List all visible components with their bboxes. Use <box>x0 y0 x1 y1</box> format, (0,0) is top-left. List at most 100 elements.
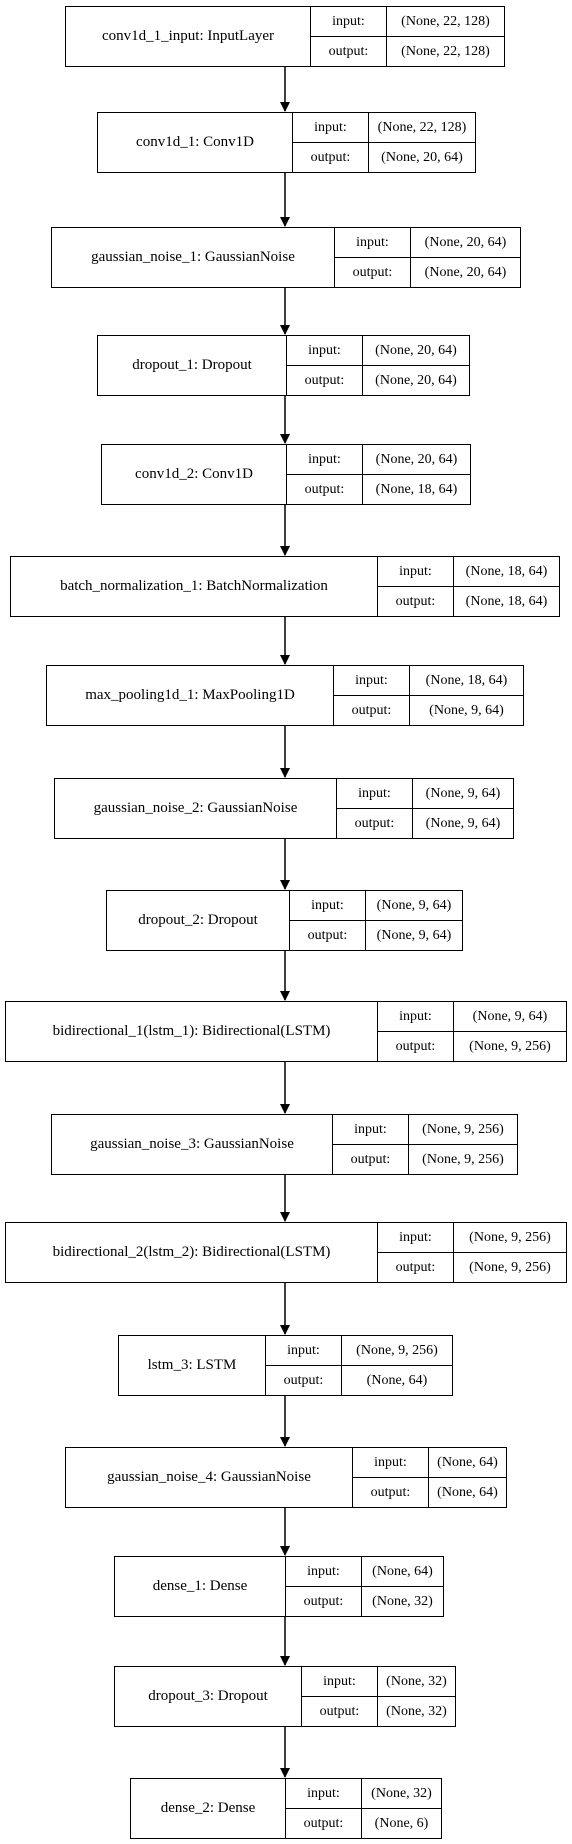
layer-name: lstm_3: LSTM <box>119 1336 266 1395</box>
output-shape: (None, 18, 64) <box>465 593 548 609</box>
io-labels: input: output: <box>378 1223 454 1282</box>
output-label: output: <box>352 264 393 280</box>
output-shape: (None, 9, 256) <box>422 1151 504 1167</box>
io-labels: input: output: <box>293 113 369 172</box>
output-label: output: <box>304 372 345 388</box>
output-shape: (None, 9, 64) <box>425 815 501 831</box>
input-label: input: <box>293 113 368 143</box>
input-label: input: <box>290 891 365 921</box>
output-label: output: <box>395 1259 436 1275</box>
io-labels: input:output: <box>266 1336 342 1395</box>
io-labels: input: output: <box>353 1448 429 1507</box>
input-shape: (None, 9, 256) <box>454 1223 566 1253</box>
output-shape: (None, 18, 64) <box>375 481 458 497</box>
input-shape: (None, 22, 128) <box>387 7 504 37</box>
output-label: output: <box>303 1815 344 1831</box>
layer-name: conv1d_1_input: InputLayer <box>66 7 311 66</box>
input-label: input: <box>378 1223 453 1253</box>
io-labels: input: output: <box>287 336 363 395</box>
output-label: output: <box>319 1703 360 1719</box>
io-shapes: (None, 22, 128)(None, 20, 64) <box>369 113 475 172</box>
layer-name: conv1d_2: Conv1D <box>102 445 287 504</box>
layer-name: max_pooling1d_1: MaxPooling1D <box>47 666 334 725</box>
input-shape: (None, 20, 64) <box>363 336 469 366</box>
io-shapes: (None, 64)(None, 32) <box>362 1557 443 1616</box>
output-label: output: <box>354 815 395 831</box>
output-label: output: <box>395 1038 436 1054</box>
input-label: input: <box>302 1667 377 1697</box>
layer-name: dropout_2: Dropout <box>107 891 290 950</box>
input-shape: (None, 64) <box>429 1448 506 1478</box>
output-shape: (None, 6) <box>374 1815 429 1831</box>
input-shape: (None, 22, 128) <box>369 113 475 143</box>
layer-node: batch_normalization_1: BatchNormalizatio… <box>10 556 560 617</box>
layer-name: batch_normalization_1: BatchNormalizatio… <box>11 557 378 616</box>
input-label: input: <box>333 1115 408 1145</box>
layer-node: bidirectional_2(lstm_2): Bidirectional(L… <box>5 1222 567 1283</box>
io-labels: input:output: <box>333 1115 409 1174</box>
input-shape: (None, 9, 64) <box>454 1002 566 1032</box>
input-label: input: <box>337 779 412 809</box>
io-shapes: (None, 9, 64) (None, 9, 64) <box>366 891 462 950</box>
output-label: output: <box>304 481 345 497</box>
input-shape: (None, 18, 64) <box>454 557 559 587</box>
io-shapes: (None, 22, 128) (None, 22, 128) <box>387 7 504 66</box>
io-labels: input:output: <box>311 7 387 66</box>
io-labels: input: output: <box>302 1667 378 1726</box>
output-label: output: <box>351 702 392 718</box>
io-labels: input: output: <box>290 891 366 950</box>
input-shape: (None, 9, 64) <box>413 779 513 809</box>
input-label: input: <box>286 1557 361 1587</box>
layer-name: dense_1: Dense <box>115 1557 286 1616</box>
io-shapes: (None, 20, 64)(None, 20, 64) <box>411 228 520 287</box>
output-shape: (None, 9, 64) <box>376 927 452 943</box>
input-label: input: <box>378 557 453 587</box>
output-label: output: <box>395 593 436 609</box>
input-label: input: <box>266 1336 341 1366</box>
io-labels: input: output: <box>378 1002 454 1061</box>
io-labels: input: output: <box>337 779 413 838</box>
layer-name: gaussian_noise_3: GaussianNoise <box>52 1115 333 1174</box>
input-label: input: <box>378 1002 453 1032</box>
output-shape: (None, 64) <box>437 1484 498 1500</box>
output-label: output: <box>307 927 348 943</box>
io-shapes: (None, 18, 64) (None, 9, 64) <box>410 666 523 725</box>
io-labels: input: output: <box>378 557 454 616</box>
output-label: output: <box>303 1593 344 1609</box>
layer-name: dropout_3: Dropout <box>115 1667 302 1726</box>
output-shape: (None, 9, 64) <box>429 702 504 718</box>
output-label: output: <box>310 149 351 165</box>
input-shape: (None, 20, 64) <box>411 228 520 258</box>
io-shapes: (None, 20, 64) (None, 20, 64) <box>363 336 469 395</box>
input-shape: (None, 20, 64) <box>363 445 470 475</box>
io-labels: input: output: <box>334 666 410 725</box>
output-shape: (None, 20, 64) <box>375 372 457 388</box>
layer-name: dense_2: Dense <box>131 1779 286 1838</box>
layer-name: dropout_1: Dropout <box>98 336 287 395</box>
input-shape: (None, 9, 64) <box>366 891 462 921</box>
io-labels: input:output: <box>286 1779 362 1838</box>
layer-name: gaussian_noise_4: GaussianNoise <box>66 1448 353 1507</box>
io-shapes: (None, 32)(None, 6) <box>362 1779 441 1838</box>
input-label: input: <box>287 336 362 366</box>
io-labels: input:output: <box>287 445 363 504</box>
input-label: input: <box>334 666 409 696</box>
io-labels: input: output: <box>286 1557 362 1616</box>
input-shape: (None, 64) <box>362 1557 443 1587</box>
output-label: output: <box>328 43 369 59</box>
input-label: input: <box>353 1448 428 1478</box>
io-shapes: (None, 9, 64)(None, 9, 256) <box>454 1002 566 1061</box>
output-label: output: <box>370 1484 411 1500</box>
input-shape: (None, 18, 64) <box>410 666 523 696</box>
output-shape: (None, 22, 128) <box>401 43 490 59</box>
layer-name: gaussian_noise_2: GaussianNoise <box>55 779 337 838</box>
